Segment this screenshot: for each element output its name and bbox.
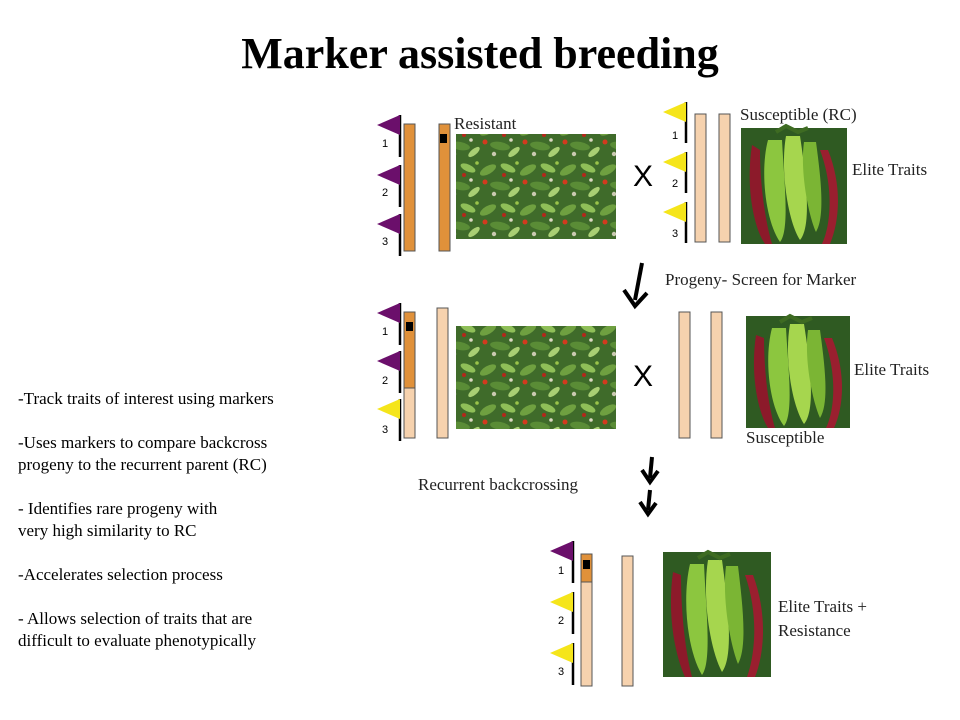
arrow-down-icon — [638, 489, 658, 518]
rc-chromosome-a — [694, 113, 707, 243]
resistance-gene-mark — [440, 134, 447, 143]
elite-resistance-label: Resistance — [778, 621, 851, 640]
marker-number: 3 — [382, 236, 389, 248]
marker-number: 2 — [672, 178, 679, 190]
elite-pepper-photo-1 — [741, 123, 847, 244]
arrow-down-icon — [640, 456, 660, 486]
progeny-markers — [377, 303, 402, 441]
resistant-parent-markers — [377, 115, 402, 256]
marker-number: 2 — [558, 615, 565, 627]
resistance-gene-mark-progeny — [406, 322, 413, 331]
note-item: -Uses markers to compare backcross proge… — [18, 433, 268, 474]
page-title: Marker assisted breeding — [241, 29, 719, 78]
progeny-chromosome-b — [436, 307, 449, 439]
arrow-down-icon — [622, 262, 649, 310]
marker-number: 2 — [382, 187, 389, 199]
marker-number: 3 — [558, 666, 565, 678]
elite-traits-label: Elite Traits — [854, 360, 930, 379]
elite-resistance-label: Elite Traits + — [778, 597, 867, 616]
final-chromosome-rc-segment — [580, 581, 593, 687]
elite-pepper-photo-2 — [746, 313, 850, 428]
recurrent-chromosome-b — [710, 311, 723, 439]
resistant-label: Resistant — [454, 114, 517, 133]
rc-parent-markers — [663, 102, 688, 243]
elite-pepper-photo-3 — [663, 549, 771, 677]
marker-number: 1 — [382, 326, 389, 338]
resistant-plant-photo — [456, 134, 616, 239]
marker-number: 3 — [672, 228, 679, 240]
marker-number: 2 — [382, 375, 389, 387]
note-item: -Track traits of interest using markers — [18, 389, 274, 408]
cross-symbol: X — [633, 360, 654, 393]
progeny-chromosome-rc-segment — [403, 387, 416, 439]
resistant-chromosome-a — [403, 123, 416, 252]
recurrent-chromosome-a — [678, 311, 691, 439]
susceptible-rc-label: Susceptible (RC) — [740, 105, 857, 124]
marker-number: 1 — [672, 130, 679, 142]
marker-number: 3 — [382, 424, 389, 436]
note-item: - Identifies rare progeny with very high… — [18, 499, 218, 540]
notes-list: -Track traits of interest using markers … — [18, 388, 348, 674]
progeny-plant-photo — [456, 326, 616, 429]
note-item: -Accelerates selection process — [18, 565, 223, 584]
marker-number: 1 — [382, 138, 389, 150]
final-markers — [550, 541, 575, 685]
susceptible-label: Susceptible — [746, 428, 825, 447]
rc-chromosome-b — [718, 113, 731, 243]
elite-traits-label: Elite Traits — [852, 160, 928, 179]
note-item: - Allows selection of traits that are di… — [18, 609, 257, 650]
marker-number: 1 — [558, 565, 565, 577]
resistant-chromosome-b — [438, 123, 451, 252]
resistance-gene-mark-final — [583, 560, 590, 569]
cross-symbol: X — [633, 160, 654, 193]
final-chromosome-b — [621, 555, 634, 687]
recurrent-backcrossing-label: Recurrent backcrossing — [418, 475, 579, 494]
progeny-label: Progeny- Screen for Marker — [665, 270, 857, 289]
